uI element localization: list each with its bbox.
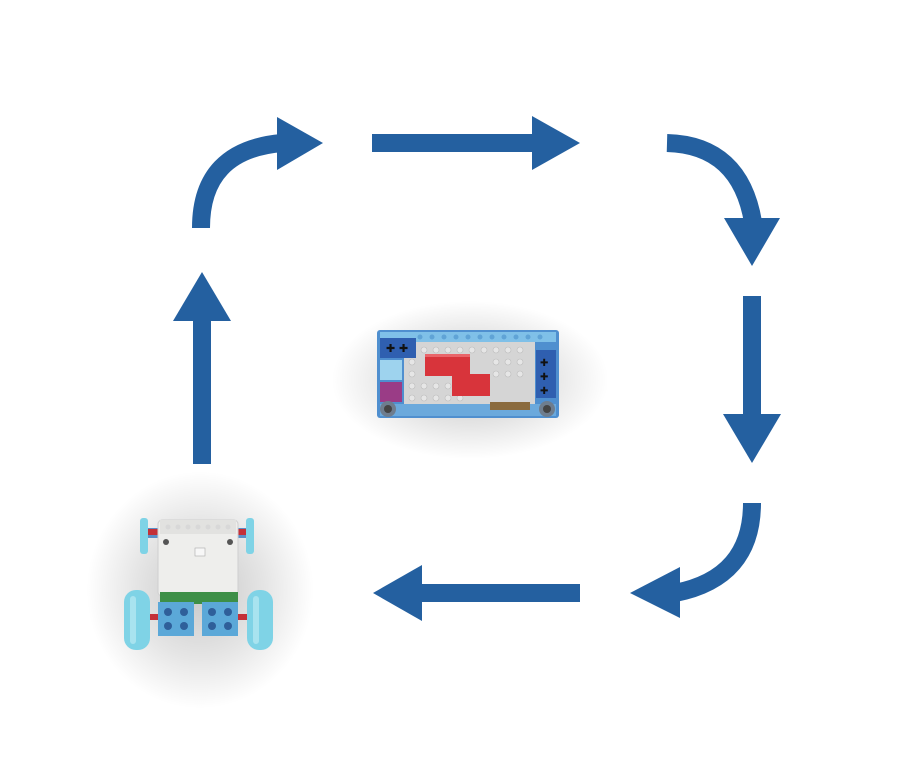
svg-text:✚: ✚ bbox=[386, 342, 395, 355]
svg-text:✚: ✚ bbox=[399, 342, 408, 355]
arrow-curve-bottom-right-head bbox=[630, 567, 680, 618]
svg-text:✚: ✚ bbox=[540, 386, 548, 397]
svg-text:✚: ✚ bbox=[540, 358, 548, 369]
arrow-up bbox=[173, 272, 231, 464]
svg-text:✚: ✚ bbox=[540, 372, 548, 383]
arrow-top-right bbox=[372, 116, 580, 170]
robot-vehicle bbox=[124, 518, 273, 650]
obstacle-block: ✚ ✚ ✚ ✚ ✚ bbox=[377, 330, 559, 418]
arrow-curve-top-right-head bbox=[724, 218, 780, 266]
arrow-curve-bottom-right bbox=[673, 502, 761, 602]
arrow-curve-top-right bbox=[666, 134, 762, 224]
arrow-curve-top-left-head bbox=[277, 117, 323, 170]
arrow-curve-top-left bbox=[192, 134, 283, 229]
arrow-right-down bbox=[723, 296, 781, 463]
arrow-bottom-left bbox=[373, 565, 580, 621]
